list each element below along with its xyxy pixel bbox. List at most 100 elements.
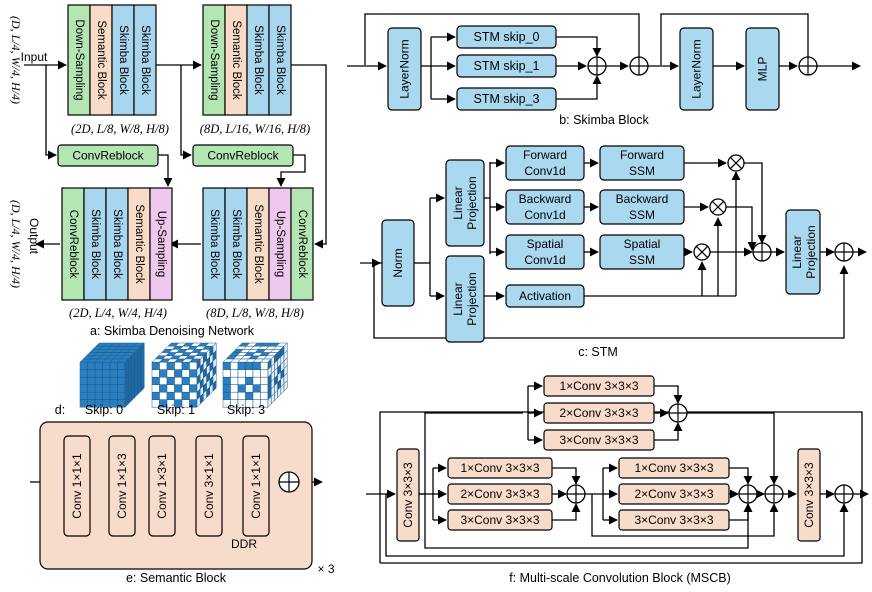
- output-label: Output: [27, 218, 41, 255]
- c-ssm-label-b-2: SSM: [629, 253, 655, 267]
- f-mid-label-1: 2×Conv 3×3×3: [460, 487, 539, 501]
- dec2-label-0: Skimba Block: [208, 209, 220, 279]
- b-mlp: [745, 27, 780, 111]
- f-conv-in-label: Conv 3×3×3: [401, 462, 415, 528]
- f-top-down: [687, 412, 779, 485]
- cube-front-cell: [252, 384, 261, 393]
- panel-e-caption: e: Semantic Block: [126, 571, 227, 585]
- cube-front-cell: [109, 391, 118, 400]
- c-ssm-label-a-1: Backward: [616, 192, 669, 206]
- f-right-2: [618, 509, 730, 531]
- f-right-label-0: 1×Conv 3×3×3: [634, 461, 713, 475]
- f-top-label-1: 2×Conv 3×3×3: [559, 406, 638, 420]
- enc2-to-dec2: [291, 64, 327, 249]
- cube-front-cell: [237, 369, 246, 378]
- cube-front-cell: [166, 376, 175, 385]
- cube-front-cell: [117, 384, 126, 393]
- c-linear-proj-2: [445, 255, 485, 343]
- b-skip-label-1: STM skip_1: [474, 59, 540, 73]
- cube-front-cell: [252, 376, 261, 385]
- f-top-label-2: 3×Conv 3×3×3: [559, 433, 638, 447]
- cube-front-cell: [245, 384, 254, 393]
- cube-front-cell: [222, 376, 231, 385]
- cube-front-cell: [189, 361, 198, 370]
- f-mid-2: [447, 509, 553, 531]
- e-conv-label-2: Conv 1×3×1: [155, 453, 169, 519]
- c-ssm-0: [599, 145, 685, 181]
- e-repeat-label: × 3: [317, 562, 334, 576]
- panel-d-prefix: d:: [55, 403, 65, 417]
- cube-front-cell: [159, 376, 168, 385]
- c-conv-label-b-0: Conv1d: [524, 164, 565, 178]
- enc2-label-2: Skimba Block: [252, 25, 264, 95]
- c-activation: [505, 284, 585, 308]
- cube-front-cell: [102, 384, 111, 393]
- cube-front-cell: [151, 361, 160, 370]
- dec1-label-3: Semantic Block: [133, 204, 145, 284]
- b-layernorm-2-label: LayerNorm: [690, 39, 704, 98]
- cube-front-cell: [245, 391, 254, 400]
- f-right0-out: [729, 467, 753, 485]
- b-mlp-label: MLP: [756, 57, 770, 82]
- f-conv-in: [396, 448, 420, 542]
- input-shape: (D, L/4, W/4, H/4): [9, 16, 23, 104]
- cube-front-cell: [87, 376, 96, 385]
- b-frame-left: [364, 13, 640, 65]
- c-mul1-sum: [726, 206, 757, 251]
- b-layernorm-1: [387, 27, 422, 111]
- f-right-label-1: 2×Conv 3×3×3: [634, 487, 713, 501]
- f-top-2: [543, 429, 655, 451]
- f-top-enter: [419, 412, 523, 495]
- cube-front-cell: [189, 384, 198, 393]
- cube-front-cell: [245, 361, 254, 370]
- cube-front-cell: [230, 384, 239, 393]
- e-conv-label-0: Conv 1×1×1: [70, 453, 84, 519]
- c-ssm-label-a-0: Forward: [620, 148, 664, 162]
- e-conv-label-3: Conv 3×1×1: [202, 453, 216, 519]
- cube-front-cell: [79, 391, 88, 400]
- e-conv-label-1: Conv 1×1×3: [115, 453, 129, 519]
- c-ssm-1: [599, 189, 685, 225]
- c-conv-label-a-1: Backward: [519, 192, 572, 206]
- cube-front-cell: [237, 361, 246, 370]
- cube-front-cell: [159, 369, 168, 378]
- c-conv-1: [505, 189, 585, 225]
- cube-front-cell: [222, 369, 231, 378]
- f-mid-skip: [424, 494, 753, 549]
- cube-front-cell: [260, 376, 269, 385]
- dec1-label-0: ConvReblock: [67, 210, 79, 279]
- b-layernorm-1-label: LayerNorm: [398, 39, 412, 98]
- cube-front-cell: [166, 369, 175, 378]
- c-conv-2: [505, 234, 585, 270]
- cube-front-cell: [245, 376, 254, 385]
- c-residual: [373, 263, 849, 339]
- cube-front-cell: [102, 391, 111, 400]
- cube-front-cell: [181, 369, 190, 378]
- f-right-label-2: 3×Conv 3×3×3: [634, 513, 713, 527]
- cube-front-cell: [117, 391, 126, 400]
- cube-front-cell: [151, 391, 160, 400]
- skip1-cube: [151, 342, 217, 408]
- panel-f-caption: f: Multi-scale Convolution Block (MSCB): [509, 571, 731, 585]
- convreblock-1: [57, 144, 159, 167]
- convreblock-2-label: ConvReblock: [207, 149, 279, 163]
- cube-front-cell: [252, 369, 261, 378]
- cube-front-cell: [174, 384, 183, 393]
- convreblock1-down: [158, 154, 173, 187]
- e-conv-label-4: Conv 1×1×1: [249, 453, 263, 519]
- times-stroke: [729, 156, 743, 170]
- b-frame-right: [660, 13, 809, 65]
- f-right-skip: [591, 494, 779, 537]
- c-ssm-label-b-0: SSM: [629, 164, 655, 178]
- cube-front-cell: [79, 361, 88, 370]
- enc1-shape: (2D, L/8, W/8, H/8): [71, 122, 169, 136]
- c-norm: [381, 219, 415, 307]
- c-lpo-label-1: Projection: [804, 225, 818, 278]
- f-top2-out: [654, 422, 683, 441]
- cube-front-cell: [166, 391, 175, 400]
- e-conv-0: [63, 435, 91, 537]
- cube-front-cell: [230, 361, 239, 370]
- c-norm-label: Norm: [391, 248, 405, 277]
- times-stroke: [711, 200, 725, 214]
- cube-front-cell: [87, 391, 96, 400]
